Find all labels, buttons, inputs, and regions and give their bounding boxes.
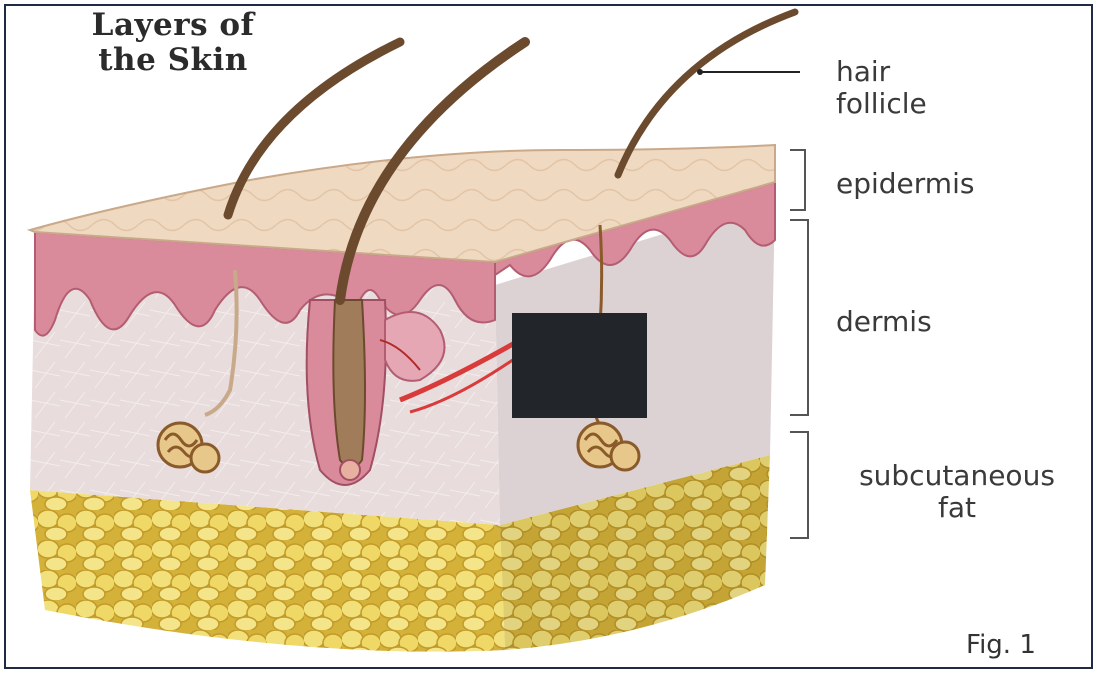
diagram-title: Layers of the Skin [78,8,268,78]
subcutaneous-label-line-2: fat [836,492,1078,524]
hair-follicle-structure [307,300,386,485]
subcutaneous-label-line-1: subcutaneous [836,460,1078,492]
redaction-box [512,313,647,418]
hair-follicle-label-line-1: hair [836,56,927,88]
title-line-1: Layers of [78,8,268,43]
hair-follicle-label: hair follicle [836,56,927,120]
subcutaneous-fat-bracket [790,432,808,538]
dermis-bracket [790,220,808,415]
epidermis-bracket [790,150,805,210]
subcutaneous-fat-label: subcutaneous fat [836,460,1078,524]
hair-follicle-label-line-2: follicle [836,88,927,120]
dermis-label: dermis [836,306,932,338]
figure-number: Fig. 1 [966,630,1036,660]
title-line-2: the Skin [78,43,268,78]
epidermis-label: epidermis [836,168,974,200]
